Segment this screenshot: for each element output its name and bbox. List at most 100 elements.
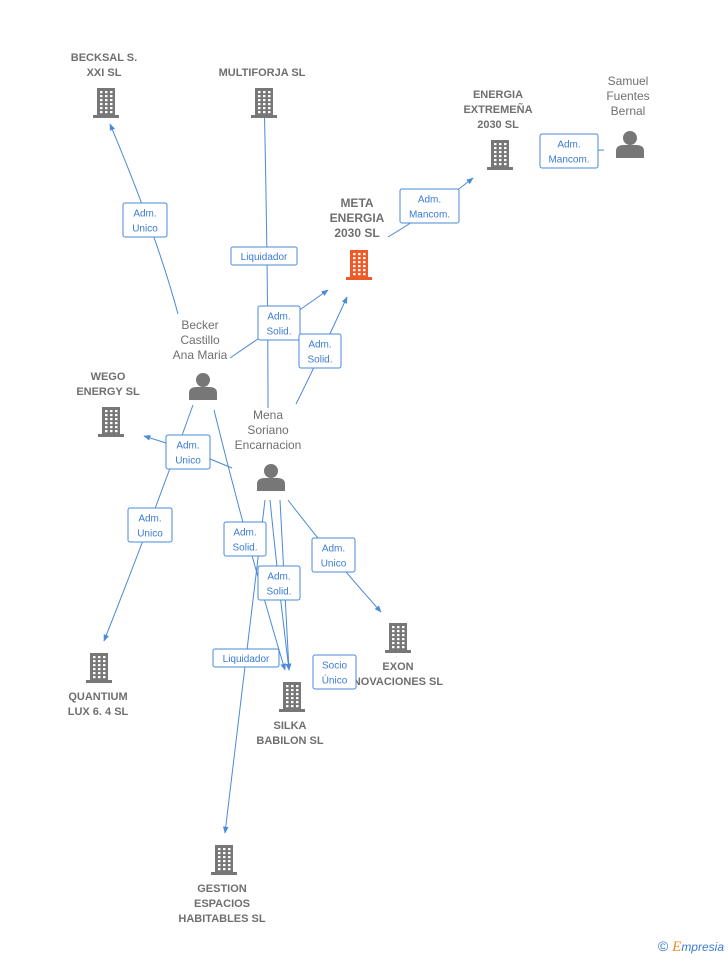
edge-label-text: Adm.	[267, 572, 290, 583]
edge-label-text: Adm.	[267, 312, 290, 323]
node-label: EXON	[382, 661, 413, 673]
edge-label-text: Unico	[137, 529, 163, 540]
edge-label-text: Único	[322, 674, 348, 687]
node-label: Castillo	[180, 333, 220, 347]
edge-label[interactable]: Adm. Unico	[122, 202, 168, 238]
edge-label-text: Adm.	[418, 195, 441, 206]
edge-label-box	[311, 537, 356, 573]
building-icon	[385, 623, 411, 653]
node-label: HABITABLES SL	[178, 913, 265, 925]
edge-label-text: Solid.	[266, 327, 291, 338]
node-label: Fuentes	[606, 89, 649, 103]
copyright-icon: ©	[657, 938, 669, 954]
node-energia[interactable]: ENERGIA EXTREMEÑA 2030 SL	[463, 89, 533, 170]
node-label: MULTIFORJA SL	[219, 67, 306, 79]
node-label: ENERGIA	[330, 211, 385, 225]
edge-labels-layer: Adm.UnicoLiquidadorAdm.Mancom.Adm.Mancom…	[122, 133, 599, 690]
edge-label-text: Adm.	[233, 528, 256, 539]
edge-label-text: Unico	[132, 224, 158, 235]
edge-label[interactable]: Adm.Mancom.	[539, 133, 599, 169]
edge-label-box	[165, 434, 211, 470]
building-icon	[86, 653, 112, 683]
edge-label-box	[399, 188, 460, 224]
edge-label[interactable]: Liquidador	[212, 648, 280, 668]
edge-label-box	[223, 521, 267, 557]
node-label: Bernal	[611, 104, 646, 118]
edge-label[interactable]: Adm.Unico	[311, 537, 356, 573]
brand-name: mpresia	[681, 940, 724, 954]
edge-label[interactable]: Liquidador	[230, 246, 298, 266]
node-label: BECKSAL S.	[71, 52, 137, 64]
person-icon	[189, 373, 217, 400]
building-icon	[93, 88, 119, 118]
building-icon	[346, 250, 372, 280]
edge-label[interactable]: Adm. Solid.	[298, 333, 342, 369]
node-silka[interactable]: SILKA BABILON SL	[256, 682, 324, 747]
node-label: WEGO	[91, 371, 126, 383]
node-multiforja[interactable]: MULTIFORJA SL	[219, 67, 306, 118]
edge-label[interactable]: Adm.Unico	[165, 434, 211, 470]
edge-label-box	[257, 565, 301, 601]
edge-label[interactable]: Adm. Mancom.	[399, 188, 460, 224]
node-label: ESPACIOS	[194, 898, 250, 910]
edge-label-box	[257, 305, 301, 341]
node-becksal[interactable]: BECKSAL S. XXI SL	[71, 52, 137, 118]
edge-label-text: Adm.	[133, 209, 156, 220]
edge-label[interactable]: Adm. Solid.	[257, 305, 301, 341]
edge-label-text: Adm.	[308, 340, 331, 351]
nodes-layer: BECKSAL S. XXI SL MULTIFORJA SL ENERGIA EXTR…	[68, 52, 650, 925]
node-label: Mena	[253, 408, 283, 422]
node-label: Becker	[181, 318, 218, 332]
edge-label-text: Adm.	[176, 441, 199, 452]
edge-label-text: Adm.	[138, 514, 161, 525]
edge-label-box	[312, 654, 357, 690]
brand-logo: ©Empresia	[658, 938, 724, 956]
person-icon	[616, 131, 644, 158]
edge-label-text: Solid.	[307, 355, 332, 366]
node-label: EXTREMEÑA	[463, 103, 532, 116]
edge-label-text: Socio	[322, 661, 347, 672]
edge-label-box	[127, 507, 173, 543]
edge-label-box	[230, 246, 298, 266]
node-label: Ana Maria	[173, 348, 228, 362]
building-icon	[251, 88, 277, 118]
edge-label-box	[212, 648, 280, 668]
node-label: BABILON SL	[256, 735, 324, 747]
edge-label-text: Solid.	[232, 543, 257, 554]
node-label: ENERGIA	[473, 89, 523, 101]
edge-label-text: Solid.	[266, 587, 291, 598]
node-label: NOVACIONES SL	[353, 676, 444, 688]
edge-label-box	[539, 133, 599, 169]
node-label: Encarnacion	[235, 438, 302, 452]
building-icon	[279, 682, 305, 712]
node-label: QUANTIUM	[68, 691, 127, 703]
edge-label-box	[122, 202, 168, 238]
node-label: XXI SL	[87, 67, 122, 79]
edge-label[interactable]: Adm. Solid.	[223, 521, 267, 557]
edge-label-text: Mancom.	[409, 210, 450, 221]
node-wego[interactable]: WEGO ENERGY SL	[76, 371, 140, 437]
building-icon	[98, 407, 124, 437]
edge-label-text: Liquidador	[241, 252, 288, 263]
node-label: 2030 SL	[334, 226, 379, 240]
brand-initial: E	[672, 939, 682, 955]
node-label: META	[340, 196, 373, 210]
person-icon	[257, 464, 285, 491]
node-label: ENERGY SL	[76, 386, 140, 398]
edge-label[interactable]: Adm. Solid.	[257, 565, 301, 601]
node-label: Samuel	[608, 74, 649, 88]
node-label: Soriano	[247, 423, 289, 437]
node-exon[interactable]: EXON NOVACIONES SL	[353, 623, 444, 688]
edge-label-text: Adm.	[557, 140, 580, 151]
node-label: 2030 SL	[477, 119, 519, 131]
edge-label[interactable]: Adm. Unico	[127, 507, 173, 543]
node-label: SILKA	[274, 720, 307, 732]
